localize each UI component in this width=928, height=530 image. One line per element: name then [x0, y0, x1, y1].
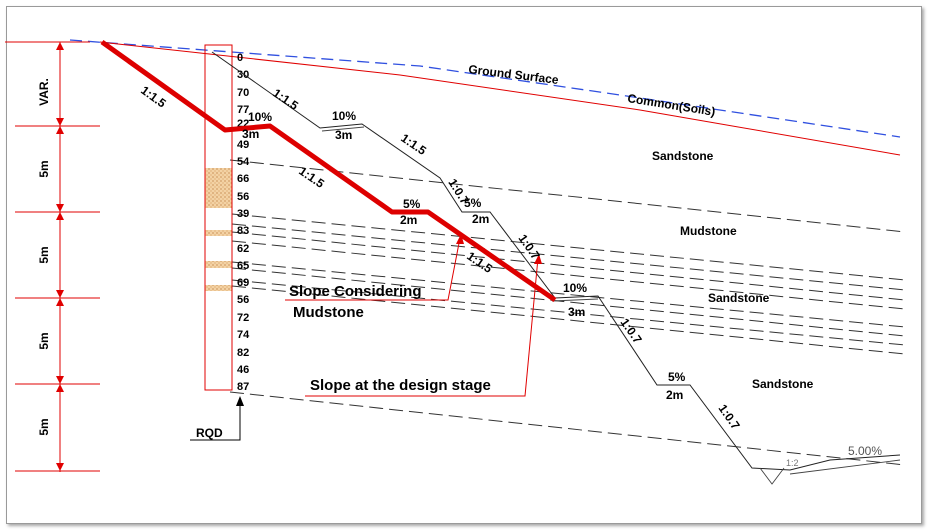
design-bench-3-pct: 10% — [563, 281, 587, 295]
design-bench-detail — [321, 126, 901, 485]
rock-band-1 — [205, 168, 232, 208]
rqd-value: 87 — [237, 381, 249, 393]
soil-boundary-line — [99, 41, 901, 156]
sandstone-label-2: Sandstone — [708, 291, 770, 305]
borehole-column: RQD — [190, 44, 244, 441]
callout-lines — [285, 237, 539, 397]
rqd-label: RQD — [196, 426, 223, 440]
rqd-value: 66 — [237, 173, 249, 185]
design-bench-2-pct: 5% — [464, 196, 482, 210]
rqd-value: 69 — [237, 277, 249, 289]
rqd-value: 70 — [237, 87, 249, 99]
rqd-value: 54 — [237, 156, 250, 168]
rqd-pointer — [190, 398, 241, 441]
red-bench-1-pct: 10% — [248, 110, 272, 124]
rqd-value: 62 — [237, 243, 249, 255]
ground-surface-label: Ground Surface — [468, 62, 560, 87]
rqd-values: 0 30 70 77 22 49 54 66 56 39 83 62 65 69… — [237, 52, 250, 393]
rqd-value: 77 — [237, 104, 249, 116]
mudstone-label: Mudstone — [680, 224, 737, 238]
rqd-value: 82 — [237, 347, 249, 359]
rock-band-2 — [205, 230, 232, 236]
borehole-outline — [204, 44, 233, 391]
rqd-value: 65 — [237, 260, 249, 272]
design-ratio-6: 1:0.7 — [716, 402, 743, 433]
slope-mudstone-label-1: Slope Considering — [289, 283, 422, 300]
toe-pct-label: 5.00% — [848, 444, 882, 458]
design-bench-1-pct: 10% — [332, 109, 356, 123]
rqd-value: 72 — [237, 312, 249, 324]
depth-segment-1: 5m — [37, 160, 51, 177]
rqd-value: 49 — [237, 139, 249, 151]
rqd-value: 39 — [237, 208, 249, 220]
design-bench-4-w: 2m — [666, 388, 683, 402]
rqd-value: 56 — [237, 191, 249, 203]
design-bench-4-pct: 5% — [668, 370, 686, 384]
callout-labels: Slope Considering Mudstone Slope at the … — [289, 283, 491, 394]
design-bench-2-w: 2m — [472, 212, 489, 226]
var-label: VAR. — [37, 78, 51, 106]
depth-segment-3: 5m — [37, 332, 51, 349]
red-bench-2-w: 2m — [400, 213, 417, 227]
slope-design-label: Slope at the design stage — [310, 377, 491, 394]
depth-segment-2: 5m — [37, 246, 51, 263]
depth-scale: VAR. 5m 5m 5m 5m — [5, 41, 100, 472]
design-ratio-1: 1:1.5 — [270, 86, 301, 113]
rqd-value: 46 — [237, 364, 249, 376]
strata-boundaries — [229, 159, 906, 466]
design-bench-3-w: 3m — [568, 305, 585, 319]
strata-labels: Ground Surface Common(Soils) Sandstone M… — [468, 62, 814, 391]
design-ratio-2: 1:1.5 — [398, 131, 429, 158]
slope-mudstone-label-2: Mudstone — [293, 304, 364, 321]
rock-band-4 — [205, 285, 232, 291]
mudstone-slope-profile — [100, 39, 557, 303]
common-soils-label: Common(Soils) — [627, 91, 717, 119]
sandstone-label-3: Sandstone — [752, 377, 814, 391]
depth-segment-4: 5m — [37, 418, 51, 435]
rqd-value: 83 — [237, 225, 249, 237]
toe-ratio-label: 1:2 — [786, 458, 799, 468]
rqd-value: 0 — [237, 52, 243, 64]
diagram-frame — [6, 6, 922, 524]
rqd-value: 56 — [237, 294, 249, 306]
sandstone-label-1: Sandstone — [652, 149, 714, 163]
design-slope-annotations: 1:1.5 10% 3m 1:1.5 1:0.7 5% 2m 1:0.7 10%… — [270, 86, 882, 468]
ground-surface-line — [69, 39, 901, 138]
rqd-value: 74 — [237, 329, 250, 341]
red-bench-1-w: 3m — [242, 127, 259, 141]
rock-band-3 — [205, 261, 232, 268]
red-ratio-2: 1:1.5 — [296, 164, 327, 191]
design-bench-1-w: 3m — [335, 128, 352, 142]
design-slope-profile — [211, 51, 901, 471]
red-bench-2-pct: 5% — [403, 197, 421, 211]
